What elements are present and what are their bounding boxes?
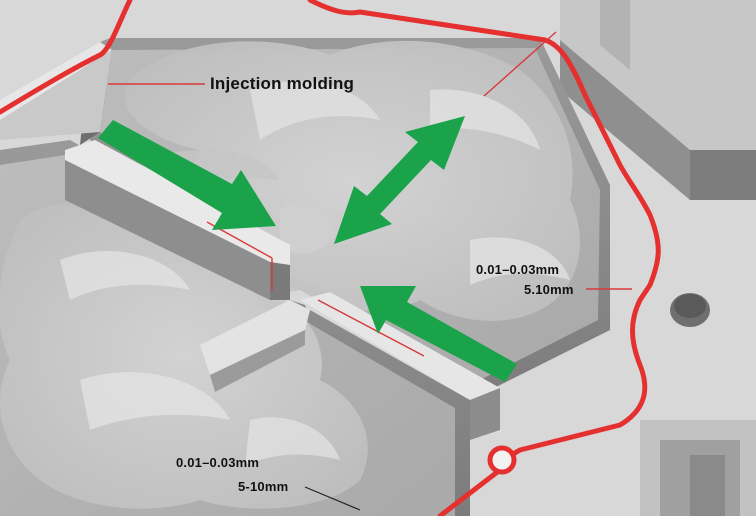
parting-line xyxy=(0,0,661,516)
bottom-tolerance-label: 0.01–0.03mm xyxy=(176,455,260,470)
right-mold-block xyxy=(560,0,756,516)
arrow-icon xyxy=(98,116,517,382)
process-label: Injection molding xyxy=(210,74,355,93)
right-tolerance-label: 0.01–0.03mm xyxy=(476,262,560,277)
circle-marker-icon xyxy=(487,445,517,475)
center-rib xyxy=(65,140,500,440)
bottom-dimension-label: 5-10mm xyxy=(238,479,289,494)
right-dimension-label: 5.10mm xyxy=(524,282,574,297)
bottom-leader-line xyxy=(304,486,361,511)
